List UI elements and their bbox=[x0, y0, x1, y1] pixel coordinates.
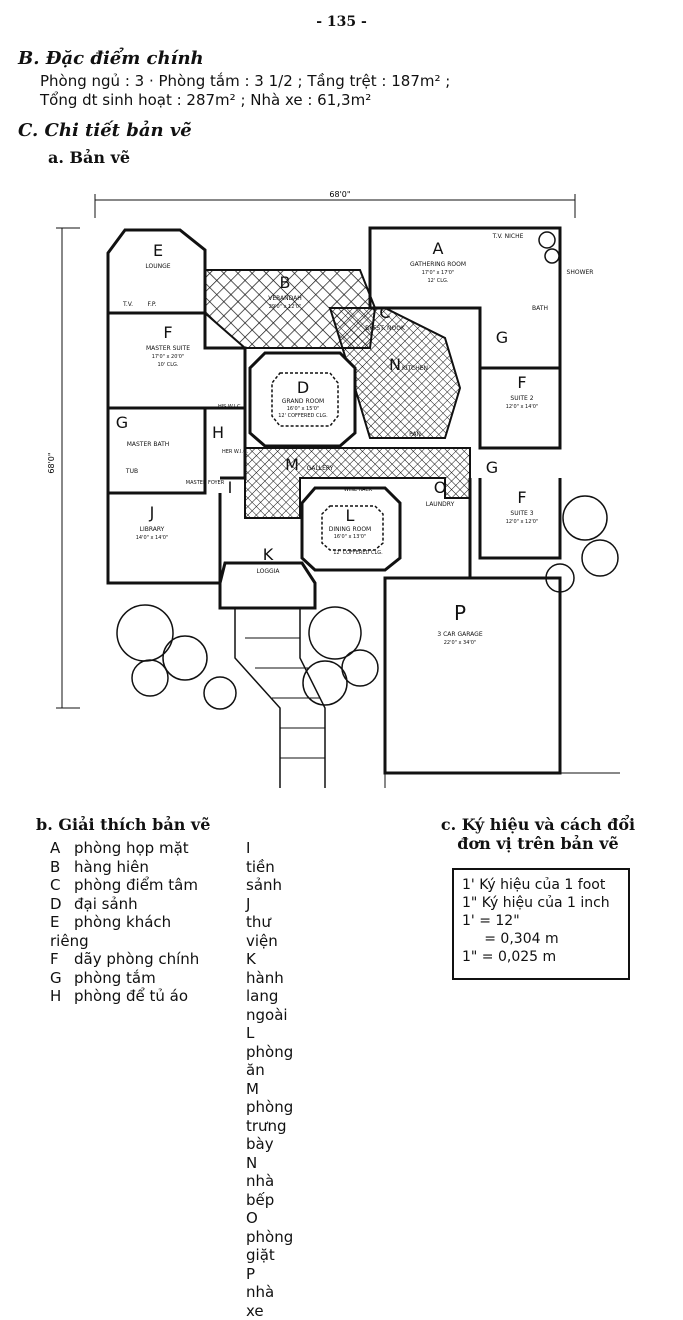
room-dim-grand: 16'0" x 15'0" bbox=[287, 406, 320, 412]
room-name-master-foyer: MASTER FOYER bbox=[186, 480, 225, 486]
label-tub: TUB bbox=[125, 468, 138, 475]
room-name-suite2: SUITE 2 bbox=[510, 395, 533, 402]
page-number: - 135 - bbox=[0, 14, 683, 30]
room-letter-m: M bbox=[285, 455, 299, 474]
room-name-library: LIBRARY bbox=[140, 526, 165, 533]
legend-item: Khành lang ngoài bbox=[246, 950, 293, 1024]
room-letter-l: L bbox=[346, 506, 355, 525]
unit-line: 1" = 0,025 m bbox=[462, 948, 620, 966]
label-wine-rack: WINE RACK bbox=[344, 487, 373, 493]
room-dim-suite2: 12'0" x 14'0" bbox=[506, 404, 539, 410]
unit-conversion-box: 1' Ký hiệu của 1 foot 1" Ký hiệu của 1 i… bbox=[452, 868, 630, 980]
room-dim-dining: 16'0" x 13'0" bbox=[334, 534, 367, 540]
legend-c-title1: c. Ký hiệu và cách đổi bbox=[428, 815, 648, 834]
room-note-grand: 12' COFFERED CLG. bbox=[278, 413, 328, 419]
room-letter-g2: G bbox=[486, 458, 498, 477]
room-letter-b: B bbox=[280, 273, 291, 292]
room-dim-gathering: 17'0" x 17'0" bbox=[422, 270, 455, 276]
room-name-dining: DINING ROOM bbox=[329, 526, 371, 533]
legend-item: Lphòng ăn bbox=[246, 1024, 293, 1080]
room-letter-i: I bbox=[228, 478, 233, 497]
room-name-laundry: LAUNDRY bbox=[426, 501, 455, 508]
room-note-master-suite: 10' CLG. bbox=[157, 362, 178, 368]
section-b-line2: Tổng dt sinh hoạt : 287m² ; Nhà xe : 61,… bbox=[40, 91, 371, 109]
room-name-loggia: LOGGIA bbox=[256, 568, 280, 575]
room-dim-suite3: 12'0" x 12'0" bbox=[506, 519, 539, 525]
room-name-lounge: LOUNGE bbox=[145, 263, 170, 270]
room-letter-f3: F bbox=[517, 488, 526, 507]
room-dim-library: 14'0" x 14'0" bbox=[136, 535, 169, 541]
room-dim-garage: 22'0" x 34'0" bbox=[444, 640, 477, 646]
room-letter-n: N bbox=[389, 355, 401, 374]
label-tv: T.V. bbox=[122, 301, 133, 308]
room-letter-g1: G bbox=[116, 413, 128, 432]
dim-width-label: 68'0" bbox=[329, 190, 350, 199]
room-letter-p: P bbox=[454, 601, 466, 625]
floor-plan: 68'0" 68'0" bbox=[40, 188, 640, 788]
unit-line: 1" Ký hiệu của 1 inch bbox=[462, 894, 620, 912]
room-letter-g3: G bbox=[496, 328, 508, 347]
label-tv-niche: T.V. NICHE bbox=[492, 233, 524, 240]
legend-b-title: b. Giải thích bản vẽ bbox=[36, 815, 210, 834]
room-letter-k: K bbox=[263, 545, 274, 564]
legend-c-title2: đơn vị trên bản vẽ bbox=[428, 834, 648, 853]
room-letter-j: J bbox=[149, 503, 155, 522]
room-name-gathering: GATHERING ROOM bbox=[410, 261, 466, 268]
legend-item: Pnhà xe bbox=[246, 1265, 293, 1320]
room-name-grand: GRAND ROOM bbox=[282, 398, 325, 405]
room-name-garage: 3 CAR GARAGE bbox=[437, 631, 482, 638]
legend-item: Jthư viện bbox=[246, 895, 293, 951]
room-letter-h: H bbox=[212, 423, 224, 442]
room-name-suite3: SUITE 3 bbox=[510, 510, 533, 517]
room-letter-o: O bbox=[434, 478, 447, 497]
room-name-gallery: GALLERY bbox=[307, 465, 334, 472]
room-dim-master-suite: 17'0" x 20'0" bbox=[152, 354, 185, 360]
section-b-title: B. Đặc điểm chính bbox=[18, 48, 204, 69]
room-name-master-bath: MASTER BATH bbox=[127, 441, 170, 448]
legend-b-col2: Itiền sảnh Jthư viện Khành lang ngoài Lp… bbox=[246, 839, 293, 1320]
section-c-sub-a: a. Bản vẽ bbox=[48, 148, 130, 167]
room-letter-a: A bbox=[433, 239, 444, 258]
section-b-line1: Phòng ngủ : 3 · Phòng tắm : 3 1/2 ; Tầng… bbox=[40, 72, 450, 90]
room-dim-verandah: 29'0" x 12'0" bbox=[269, 304, 302, 310]
label-pan: PAN bbox=[409, 431, 421, 438]
room-name-master-suite: MASTER SUITE bbox=[146, 345, 190, 352]
room-note-gathering: 12' CLG. bbox=[427, 278, 448, 284]
legend-c: c. Ký hiệu và cách đổi đơn vị trên bản v… bbox=[428, 815, 648, 853]
unit-line: 1' = 12" bbox=[462, 912, 620, 930]
room-letter-f1: F bbox=[163, 323, 172, 342]
legend-item: Ophòng giặt bbox=[246, 1209, 293, 1265]
room-name-nook: BKFST. NOOK bbox=[365, 325, 406, 332]
section-c-title: C. Chi tiết bản vẽ bbox=[18, 120, 192, 141]
label-shower: SHOWER bbox=[567, 269, 594, 276]
room-note-dining: 12' COFFERED CLG. bbox=[333, 550, 383, 556]
room-letter-e: E bbox=[153, 241, 163, 260]
legend-item: Nnhà bếp bbox=[246, 1154, 293, 1210]
room-letter-f2: F bbox=[517, 373, 526, 392]
room-letter-c: C bbox=[379, 303, 390, 322]
dim-height-label: 68'0" bbox=[47, 452, 56, 473]
label-his-wic: HIS W.I.C. bbox=[218, 404, 243, 410]
label-fp: F.P. bbox=[148, 301, 157, 308]
unit-line: = 0,304 m bbox=[462, 930, 620, 948]
unit-line: 1' Ký hiệu của 1 foot bbox=[462, 876, 620, 894]
legend-item: Itiền sảnh bbox=[246, 839, 293, 895]
room-name-verandah: VERANDAH bbox=[268, 295, 302, 302]
label-bath: BATH bbox=[532, 305, 548, 312]
legend-item: Mphòng trưng bày bbox=[246, 1080, 293, 1154]
label-her-wic: HER W.I.C. bbox=[222, 449, 248, 455]
room-letter-d: D bbox=[297, 378, 309, 397]
room-name-kitchen: KITCHEN bbox=[402, 365, 428, 372]
